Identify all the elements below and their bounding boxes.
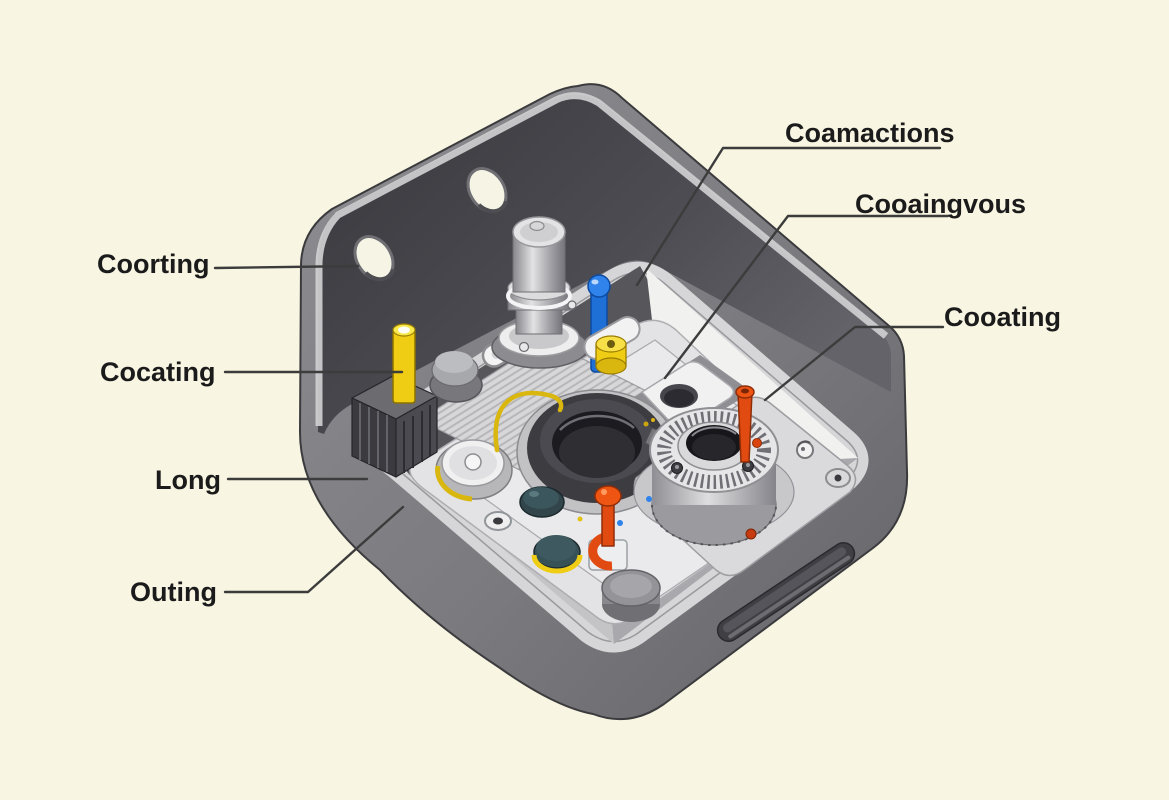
dome-button xyxy=(429,351,483,403)
orange-pin xyxy=(735,385,762,540)
leader-line-coamactions xyxy=(635,146,942,287)
front-gray-cylinder xyxy=(601,569,661,622)
leader-line-cooaingvous xyxy=(663,214,950,380)
teal-button-top xyxy=(519,486,565,518)
enclosure-box xyxy=(299,83,909,721)
callout-label-cooating: Cooating xyxy=(944,302,1061,332)
callout-label-long: Long xyxy=(155,465,221,495)
knurled-dial xyxy=(643,407,779,546)
tiny-yellow-dot xyxy=(577,516,583,522)
leader-line-outing xyxy=(223,505,405,594)
right-screw-flat xyxy=(825,468,851,488)
callout-label-cooaingvous: Cooaingvous xyxy=(855,189,1026,219)
drum-nub xyxy=(464,453,482,471)
orange-bead xyxy=(752,438,762,448)
callouts: Coamactions Cooaingvous Cooating Coortin… xyxy=(97,118,1061,607)
yellow-wire xyxy=(493,390,564,453)
tiny-blue-screw xyxy=(646,496,652,502)
drum-pulley xyxy=(435,439,513,502)
flange-hole-left xyxy=(353,235,396,282)
screw xyxy=(518,341,530,353)
callout-label-coorting: Coorting xyxy=(97,249,209,279)
side-slot xyxy=(716,541,856,643)
leader-line-coorting xyxy=(213,264,360,270)
motor-top-nub xyxy=(529,220,545,232)
orange-lever-pin xyxy=(588,485,628,571)
small-white-ring xyxy=(484,511,512,531)
callout-label-cocating: Cocating xyxy=(100,357,216,387)
flange-hole-right xyxy=(466,167,509,214)
red-screw xyxy=(745,528,757,540)
motor-cylinder xyxy=(491,216,589,369)
flange-rim-highlight xyxy=(315,92,889,426)
yellow-cap-cylinder xyxy=(583,316,641,375)
screw xyxy=(567,300,577,310)
leader-line-cooating xyxy=(763,325,945,402)
back-flange-face xyxy=(318,94,891,434)
callout-label-outing: Outing xyxy=(130,577,217,607)
tiny-blue-screw xyxy=(617,520,623,526)
lens-ring xyxy=(516,389,679,515)
callout-label-coamactions: Coamactions xyxy=(785,118,955,148)
yellow-pin xyxy=(392,323,416,404)
teal-button-bottom xyxy=(531,535,583,574)
right-screw-round xyxy=(796,440,814,459)
